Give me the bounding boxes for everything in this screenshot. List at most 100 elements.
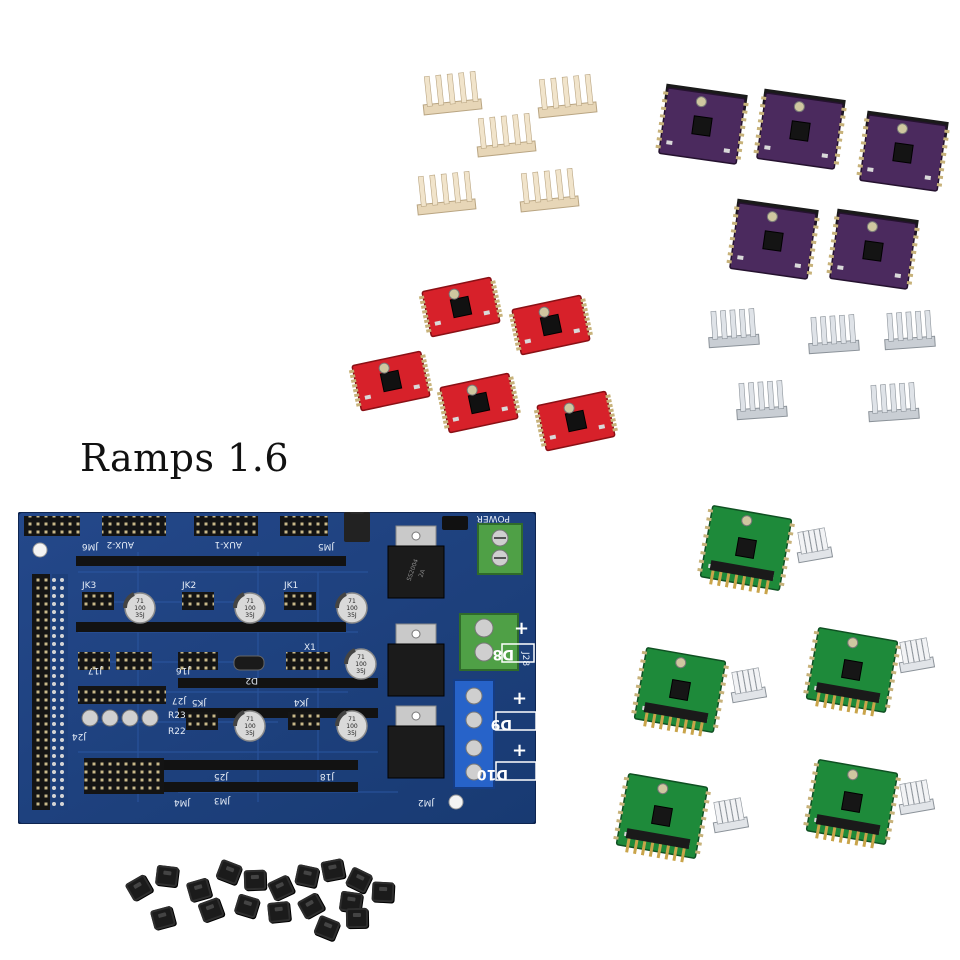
- green-driver-module: [631, 647, 729, 737]
- capacitor-marking: 35J: [135, 612, 145, 619]
- small-capacitor: [121, 709, 139, 727]
- gold-heatsink: [476, 113, 537, 158]
- capacitor-marking: 100: [244, 605, 256, 612]
- jumper-cap: [215, 858, 243, 886]
- silk-jm5: JM5: [318, 541, 335, 551]
- green-driver-module: [803, 759, 901, 849]
- capacitor-marking: 35J: [245, 612, 255, 619]
- silk-x1: X1: [304, 643, 316, 653]
- silk-plus-3: +: [512, 740, 527, 761]
- jumper-cap: [320, 858, 346, 882]
- regulator-marking: 2A: [418, 568, 428, 579]
- red-driver-module: [348, 350, 433, 412]
- silk-j16: J16: [176, 665, 191, 675]
- silk-j27: J27: [172, 695, 187, 705]
- silk-j24: J24: [72, 731, 87, 741]
- jumper-cap: [149, 905, 177, 931]
- purple-driver-module: [753, 88, 847, 170]
- capacitor-marking: 71: [357, 654, 365, 661]
- silk-jk1: JK1: [283, 581, 298, 591]
- silk-j25: J25: [214, 771, 229, 781]
- capacitor-marking: 100: [346, 723, 358, 730]
- silver-heatsink: [884, 310, 936, 351]
- jumper-cap: [124, 873, 154, 903]
- capacitor-marking: 35J: [347, 730, 357, 737]
- capacitor-marking: 100: [134, 605, 146, 612]
- capacitor-marking: 71: [348, 716, 356, 723]
- silk-d10: D10: [477, 766, 508, 782]
- silk-d8: D8: [493, 646, 514, 662]
- jumper-cap: [267, 900, 291, 924]
- capacitor-marking: 100: [355, 661, 367, 668]
- jumper-cap: [243, 869, 267, 891]
- red-driver-module: [508, 294, 593, 356]
- purple-driver-module: [655, 83, 749, 165]
- silver-heatsink: [736, 380, 788, 421]
- silver-heatsink: [730, 667, 768, 704]
- capacitor-marking: 35J: [347, 612, 357, 619]
- jumper-cap: [197, 896, 225, 924]
- silk-plus-2: +: [512, 688, 527, 709]
- jumper-cap: [313, 914, 341, 942]
- silver-heatsink: [868, 382, 920, 423]
- jumper-cap: [185, 877, 213, 903]
- capacitor-marking: 100: [346, 605, 358, 612]
- jumper-cap: [345, 907, 369, 929]
- capacitor-marking: 71: [136, 598, 144, 605]
- gold-heatsink: [422, 71, 483, 116]
- jumper-cap: [266, 874, 296, 902]
- gold-heatsink: [537, 74, 598, 119]
- capacitor-marking: 71: [246, 598, 254, 605]
- silk-aux2: AUX-2: [107, 539, 134, 549]
- silk-aux1: AUX-1: [215, 539, 242, 549]
- silk-r23: R23: [168, 711, 186, 721]
- silk-r22: R22: [168, 727, 186, 737]
- capacitor-marking: 71: [348, 598, 356, 605]
- jumper-cap: [233, 893, 261, 919]
- silk-j18: J18: [320, 771, 335, 781]
- silk-jk5: JK5: [192, 697, 207, 707]
- silver-heatsink: [708, 308, 760, 349]
- silk-power: POWER: [477, 513, 510, 523]
- silver-heatsink: [898, 637, 936, 674]
- silver-heatsink: [808, 314, 860, 355]
- jumper-cap: [371, 881, 395, 903]
- red-driver-module: [436, 372, 521, 434]
- silk-jk3: JK3: [81, 581, 96, 591]
- green-driver-module: [613, 773, 711, 863]
- gold-heatsink: [416, 171, 477, 216]
- product-title: Ramps 1.6: [80, 436, 290, 480]
- green-driver-module: [803, 627, 901, 717]
- silk-jk4: JK4: [293, 697, 309, 707]
- capacitor-marking: 100: [244, 723, 256, 730]
- small-capacitor: [141, 709, 159, 727]
- small-capacitor: [81, 709, 99, 727]
- capacitor-marking: 35J: [245, 730, 255, 737]
- silk-jm3: JM3: [214, 795, 231, 805]
- gold-heatsink: [519, 168, 580, 213]
- silver-heatsink: [712, 797, 750, 834]
- silk-jm2: JM2: [418, 797, 435, 807]
- ramps-board-graphic: 7110035J7110035J7110035J7110035J7110035J…: [17, 486, 537, 825]
- mosfet-package: [387, 623, 445, 697]
- silk-jm6: JM6: [82, 541, 99, 551]
- purple-driver-module: [726, 198, 820, 280]
- jumper-cap: [344, 866, 374, 894]
- silk-jk2: JK2: [181, 581, 196, 591]
- small-capacitor: [101, 709, 119, 727]
- jumper-cap: [294, 863, 320, 889]
- green-driver-module: [697, 505, 795, 595]
- silk-j17: J17: [88, 665, 103, 675]
- silk-jm4: JM4: [174, 797, 191, 807]
- purple-driver-module: [826, 208, 920, 290]
- silver-heatsink: [898, 779, 936, 816]
- red-driver-module: [418, 276, 503, 338]
